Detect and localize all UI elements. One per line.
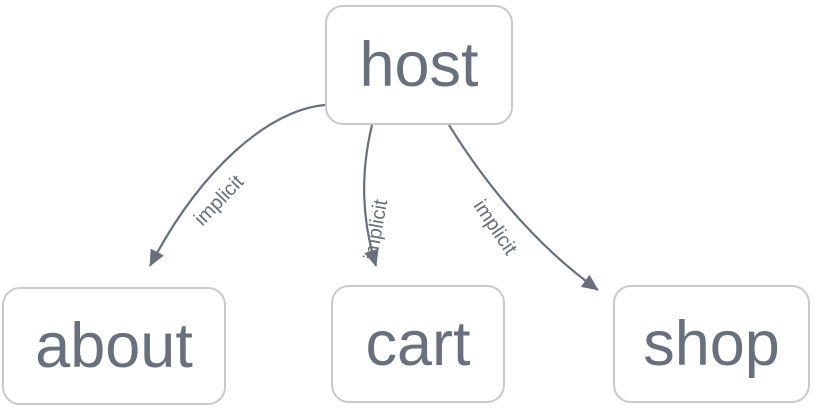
node-cart-label: cart <box>365 308 471 379</box>
node-host[interactable]: host <box>325 5 513 125</box>
edge-host-about <box>149 103 326 267</box>
node-about-label: about <box>35 310 193 381</box>
edge-host-shop <box>448 124 599 291</box>
node-cart[interactable]: cart <box>331 285 505 403</box>
edge-host-cart <box>363 124 379 267</box>
node-about[interactable]: about <box>2 287 226 405</box>
node-shop[interactable]: shop <box>613 285 810 403</box>
node-shop-label: shop <box>643 308 780 379</box>
node-host-label: host <box>359 29 479 100</box>
